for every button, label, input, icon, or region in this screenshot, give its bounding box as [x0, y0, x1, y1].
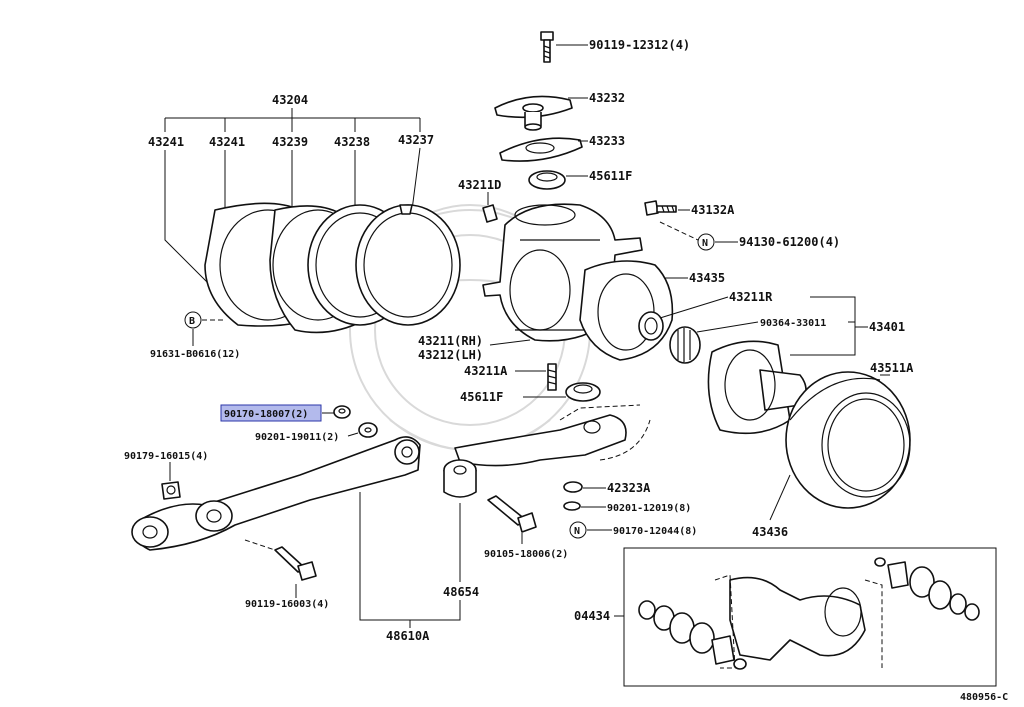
kit-box-04434 [623, 547, 997, 687]
label-45611F-bottom: 45611F [460, 390, 503, 404]
note-N-circle-1 [697, 233, 715, 251]
ring-43237 [355, 204, 461, 326]
label-43211-RH: 43211(RH) [418, 334, 483, 348]
label-43436: 43436 [752, 525, 788, 539]
label-43238: 43238 [334, 135, 370, 149]
lower-arm-48610A [131, 436, 421, 551]
stud-43211D [482, 204, 498, 223]
brake-disc-43511A [785, 371, 911, 509]
washer-90201-19011 [358, 422, 378, 438]
bolt-43132A [644, 200, 677, 216]
nut-90179-16015 [161, 481, 181, 500]
label-94130-61200: 94130-61200(4) [739, 235, 840, 249]
needle-bearing-90364 [669, 326, 701, 364]
label-43211D: 43211D [458, 178, 501, 192]
label-91631-B0616: 91631-B0616(12) [150, 349, 240, 360]
label-43211R: 43211R [729, 290, 773, 304]
gasket-43233 [499, 137, 583, 162]
label-43233: 43233 [589, 134, 625, 148]
label-90170-18007[interactable]: 90170-18007(2) [224, 409, 308, 420]
bolt-90119-16003 [274, 546, 317, 581]
label-04434: 04434 [574, 609, 610, 623]
label-N-1: N [702, 238, 708, 249]
label-43237: 43237 [398, 133, 434, 147]
label-43211A: 43211A [464, 364, 508, 378]
label-90170-12044: 90170-12044(8) [613, 526, 697, 537]
spindle-43401 [707, 340, 807, 435]
bolt-90105-18006 [487, 495, 537, 533]
label-90201-12019: 90201-12019(8) [607, 503, 691, 514]
gasket-43435 [579, 260, 674, 361]
label-B: B [189, 316, 195, 327]
label-43511A: 43511A [870, 361, 914, 375]
label-43239: 43239 [272, 135, 308, 149]
label-48654: 48654 [443, 585, 479, 599]
label-90364-33011: 90364-33011 [760, 318, 826, 329]
label-90201-19011: 90201-19011(2) [255, 432, 339, 443]
washer-42323A [563, 481, 583, 493]
diagram-id: 480956-C [960, 692, 1008, 703]
bushing-48654 [443, 459, 477, 498]
highlight-90170-18007[interactable] [220, 404, 322, 422]
note-N-circle-2 [569, 521, 587, 539]
label-90105-18006: 90105-18006(2) [484, 549, 568, 560]
label-43401: 43401 [869, 320, 905, 334]
bearing-45611F-bottom [565, 382, 601, 402]
flange-cap-43232 [494, 95, 573, 131]
steering-arm [454, 414, 627, 467]
label-90179-16015: 90179-16015(4) [124, 451, 208, 462]
seal-43211R [638, 311, 664, 341]
bearing-45611F-top [528, 170, 566, 190]
label-90119-12312: 90119-12312(4) [589, 38, 690, 52]
label-43241-a: 43241 [148, 135, 184, 149]
stud-43211A [547, 363, 557, 391]
label-90119-16003: 90119-16003(4) [245, 599, 329, 610]
label-43204: 43204 [272, 93, 308, 107]
label-N-2: N [574, 526, 580, 537]
note-B-circle [184, 311, 202, 329]
label-42323A: 42323A [607, 481, 651, 495]
label-45611F-top: 45611F [589, 169, 632, 183]
label-43241-b: 43241 [209, 135, 245, 149]
bolt-top [540, 31, 554, 63]
washer-90201-12019 [563, 501, 581, 511]
label-48610A: 48610A [386, 629, 430, 643]
label-43232: 43232 [589, 91, 625, 105]
nut-90170-18007 [333, 405, 351, 419]
label-43132A: 43132A [691, 203, 735, 217]
label-43435: 43435 [689, 271, 725, 285]
kit-contents [638, 557, 980, 670]
label-43212-LH: 43212(LH) [418, 348, 483, 362]
